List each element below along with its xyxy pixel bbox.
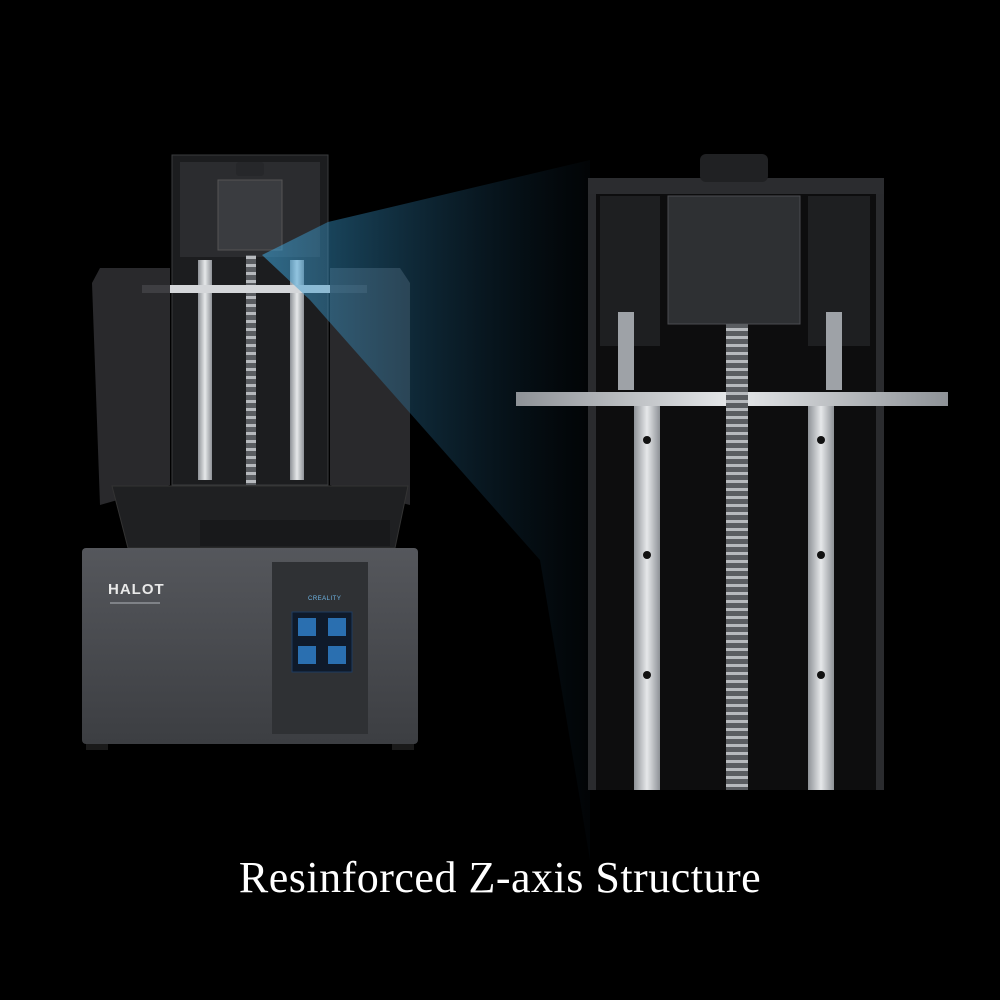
screen-icon: [328, 646, 346, 664]
caption: Resinforced Z-axis Structure: [238, 853, 762, 902]
closeup-knob: [700, 154, 768, 182]
bracket-left: [618, 312, 634, 390]
build-plate: [142, 285, 367, 293]
stepper-motor: [217, 179, 283, 251]
lead-screw: [246, 255, 256, 485]
bracket-right: [826, 312, 842, 390]
rail-right: [290, 260, 304, 480]
printer-brand-label: HALOT: [108, 581, 165, 598]
closeup-rail-left: [634, 406, 660, 790]
closeup-rail-right: [808, 406, 834, 790]
printer-left: [82, 154, 418, 750]
screen-icon: [298, 646, 316, 664]
screen-icon: [298, 618, 316, 636]
motor-knob: [236, 162, 264, 176]
rail-left: [198, 260, 212, 480]
z-axis-closeup: [516, 154, 948, 790]
panel-logo: CREALITY: [308, 596, 342, 602]
lid: [92, 268, 170, 505]
screen-icon: [328, 618, 346, 636]
zoom-beam: [262, 160, 590, 860]
closeup-motor: [667, 195, 801, 325]
closeup-lead-screw: [726, 324, 748, 790]
